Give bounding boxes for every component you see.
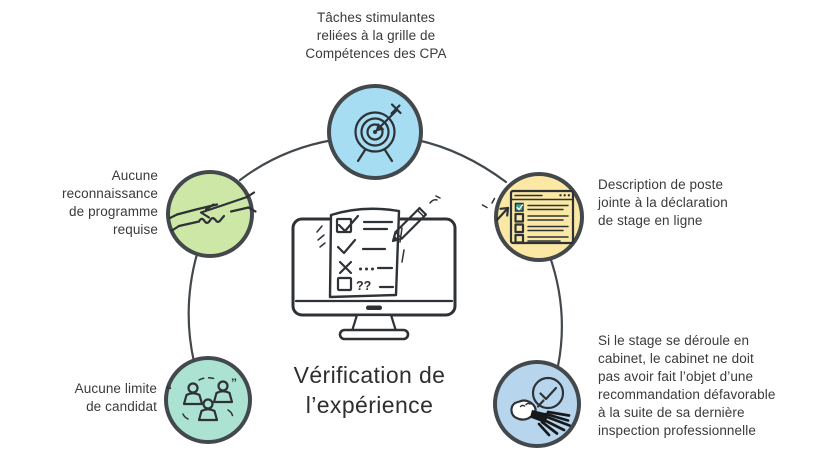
ring-arc-top-right [415,138,508,184]
question-marks-glyph: ?? [356,279,371,293]
monitor-illustration: ?? [291,195,457,341]
target-arrow-icon [354,103,402,163]
quote-open-glyph: “ [166,383,172,397]
node-circle-left-upper [166,170,254,258]
node-circle-right-upper [494,172,584,262]
label-left-lower: Aucune limite de candidat [74,381,157,414]
label-left-upper: Aucune reconnaissance de programme requi… [62,168,158,237]
checkmark-glyph [336,238,357,255]
quote-close-glyph: ” [231,376,237,390]
label-top: Tâches stimulantes reliées à la grille d… [305,10,447,61]
label-right-lower: Si le stage se déroule en cabinet, le ca… [598,333,776,438]
label-right-upper: Description de poste jointe à la déclara… [598,177,728,228]
ring-arc-right [547,252,564,368]
people-group-icon: “ ” [166,376,237,422]
checked-checkbox [514,202,524,212]
cursor-arrow-icon [481,197,510,222]
inspection-check-icon [510,376,571,437]
pencil-icon [391,195,441,243]
ring-arc-top-left [238,138,335,182]
online-form-icon [481,189,575,245]
handshake-icon [168,191,257,232]
ring-arcs [187,138,564,368]
page-title: Vérification de l’expérience [293,362,446,419]
monitor-power-led [366,305,382,310]
monitor-stand-neck [350,313,398,333]
empty-checkbox [336,276,353,292]
checklist-paper: ?? [316,207,405,299]
monitor-stand-base [338,328,410,341]
x-mark-glyph [338,260,353,275]
ring-arc-left [187,252,199,364]
